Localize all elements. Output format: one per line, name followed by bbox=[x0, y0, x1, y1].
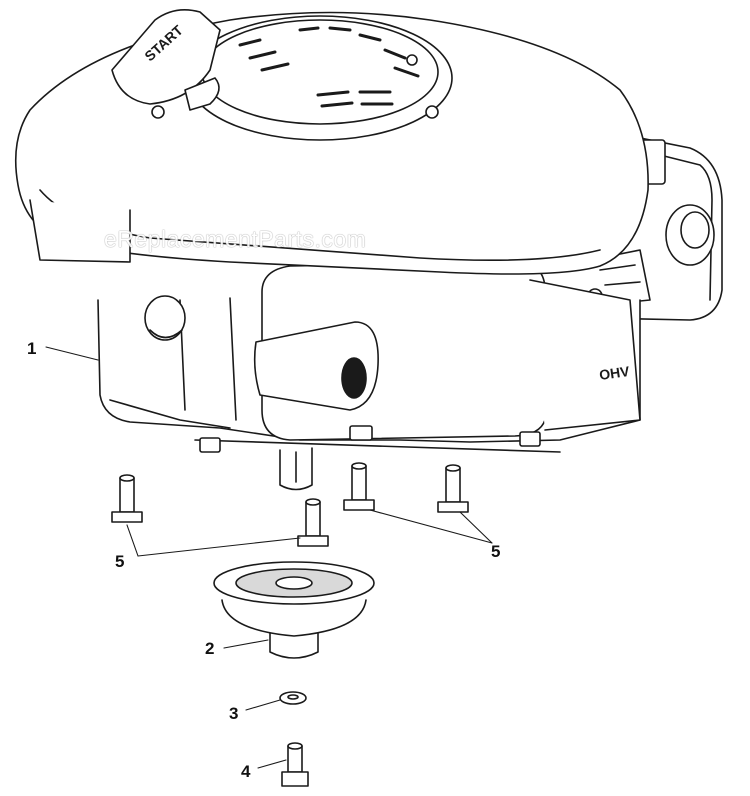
engine-assembly: OHV bbox=[14, 9, 723, 491]
ohv-label: OHV bbox=[598, 363, 631, 383]
callout-3: 3 bbox=[229, 704, 239, 723]
watermark: eReplacementParts.com bbox=[104, 226, 367, 252]
center-bolt bbox=[281, 742, 309, 787]
mount-bolt bbox=[437, 464, 469, 513]
leader-lines bbox=[45, 346, 493, 769]
mount-bolt bbox=[111, 474, 143, 523]
callout-5-right: 5 bbox=[491, 542, 501, 561]
washer bbox=[279, 691, 307, 705]
callout-5-left: 5 bbox=[115, 552, 125, 571]
mount-bolt bbox=[297, 498, 329, 547]
mount-bolt bbox=[343, 462, 375, 511]
callout-4: 4 bbox=[241, 762, 251, 781]
callout-1: 1 bbox=[27, 339, 37, 358]
callout-2: 2 bbox=[205, 639, 215, 658]
pulley bbox=[213, 561, 375, 659]
